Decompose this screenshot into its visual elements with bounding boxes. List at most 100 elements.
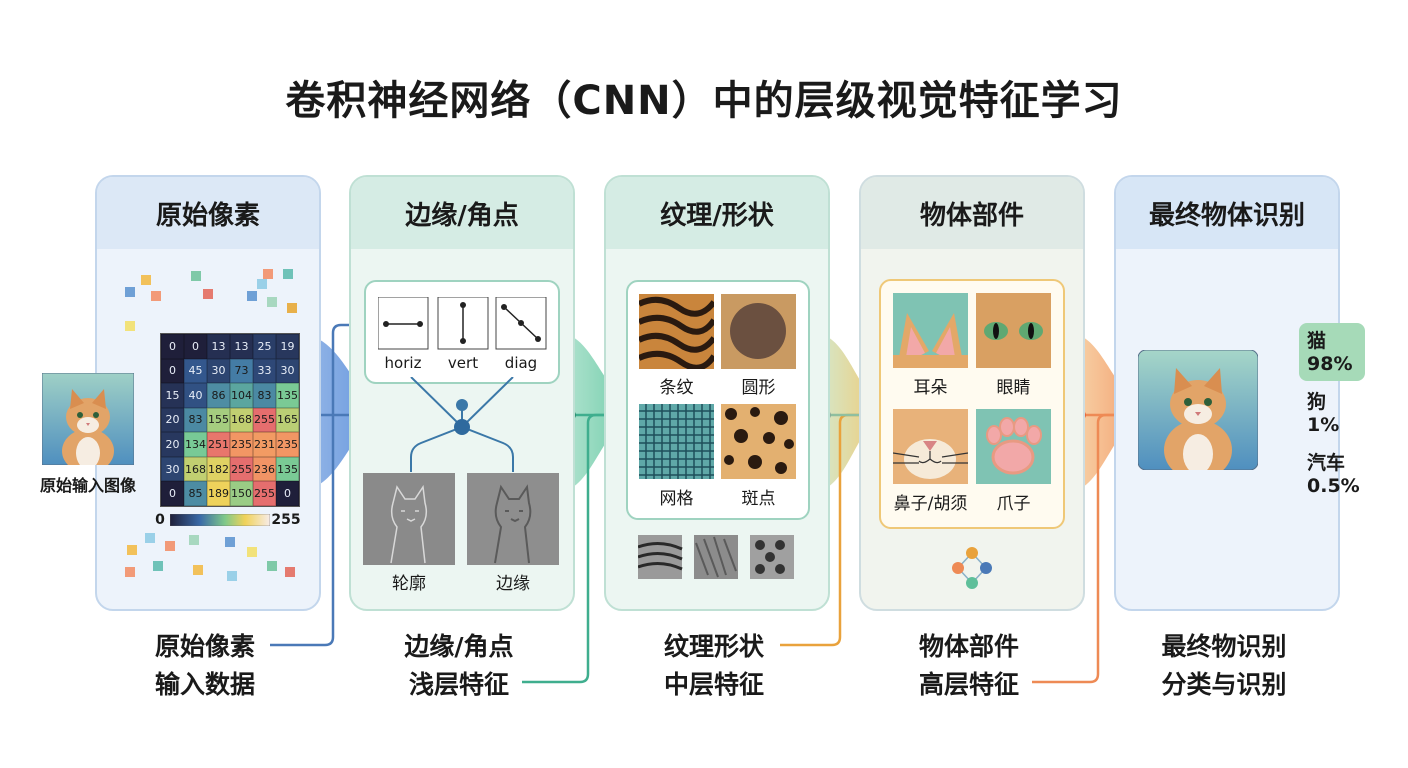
pixel-cell: 168 bbox=[230, 407, 253, 433]
part-paw bbox=[976, 409, 1051, 484]
pixel-cell: 104 bbox=[230, 383, 253, 408]
input-cat-image bbox=[42, 373, 134, 465]
bottom-line: 分类与识别 bbox=[1161, 670, 1287, 699]
filter-label-vert: vert bbox=[447, 354, 479, 372]
pixel-cell: 235 bbox=[276, 432, 299, 457]
texture-circle bbox=[721, 294, 796, 369]
part-label-ears: 耳朵 bbox=[913, 378, 948, 398]
filter-label-diag: diag bbox=[504, 354, 538, 372]
stage-title: 纹理/形状 bbox=[606, 177, 828, 249]
pixel-cell: 73 bbox=[230, 358, 253, 384]
pixel-cell: 30 bbox=[276, 358, 299, 384]
pixel-cell: 235 bbox=[230, 432, 253, 457]
pixel-cell: 231 bbox=[253, 432, 276, 457]
bottom-label-stage-5: 最终物识别 分类与识别 bbox=[1114, 628, 1334, 704]
bottom-label-stage-3: 纹理形状 中层特征 bbox=[604, 628, 824, 704]
pixel-cell: 135 bbox=[276, 383, 299, 408]
pixel-cell: 20 bbox=[161, 407, 184, 433]
pixel-cell: 0 bbox=[161, 334, 184, 359]
stage-title: 边缘/角点 bbox=[351, 177, 573, 249]
prediction-highlight bbox=[1299, 323, 1365, 381]
texture-label-stripes: 条纹 bbox=[659, 378, 694, 398]
pixel-cell: 85 bbox=[184, 481, 207, 506]
pixel-cell: 189 bbox=[207, 481, 230, 506]
pixel-cell: 255 bbox=[230, 456, 253, 482]
edge-tree bbox=[410, 377, 514, 472]
pixel-cell: 13 bbox=[207, 334, 230, 359]
pixel-cell: 0 bbox=[161, 481, 184, 506]
pixel-cell: 135 bbox=[276, 456, 299, 482]
texture-label-grid: 网格 bbox=[659, 489, 694, 509]
pixel-cell: 182 bbox=[207, 456, 230, 482]
pixel-cell: 83 bbox=[253, 383, 276, 408]
pixel-cell: 134 bbox=[184, 432, 207, 457]
texture-samples bbox=[638, 535, 794, 579]
pixel-cell: 255 bbox=[253, 481, 276, 506]
bottom-line: 高层特征 bbox=[918, 670, 1019, 699]
part-label-paw: 爪子 bbox=[996, 494, 1031, 514]
part-label-eyes: 眼睛 bbox=[996, 378, 1031, 398]
edge-map-label-edges: 边缘 bbox=[496, 574, 530, 594]
pixel-cell: 0 bbox=[161, 358, 184, 384]
parts-graph-icon bbox=[952, 547, 992, 589]
part-label-nose: 鼻子/胡须 bbox=[893, 494, 968, 514]
stage-title: 最终物体识别 bbox=[1116, 177, 1338, 249]
pixel-cell: 0 bbox=[276, 481, 299, 506]
pixel-cell: 30 bbox=[207, 358, 230, 384]
stage-title: 物体部件 bbox=[861, 177, 1083, 249]
pixel-cell: 25 bbox=[253, 334, 276, 359]
input-image-label: 原始输入图像 bbox=[39, 476, 136, 495]
pixel-cell: 255 bbox=[253, 407, 276, 433]
pixel-cell: 40 bbox=[184, 383, 207, 408]
pixel-cell: 33 bbox=[253, 358, 276, 384]
texture-label-spots: 斑点 bbox=[741, 489, 776, 509]
prediction-label: 猫 bbox=[1307, 330, 1327, 352]
texture-grid bbox=[639, 404, 714, 479]
bottom-line: 原始像素 bbox=[154, 632, 255, 661]
bottom-label-stage-4: 物体部件 高层特征 bbox=[859, 628, 1079, 704]
edge-filter-card: horiz vert diag bbox=[364, 280, 560, 384]
prediction-car: 汽车 0.5% bbox=[1307, 452, 1360, 498]
connector-1 bbox=[270, 323, 360, 647]
prediction-dog: 狗 1% bbox=[1307, 391, 1339, 437]
pixel-cell: 20 bbox=[161, 432, 184, 457]
parts-card: 耳朵 眼睛 鼻子/胡须 爪子 bbox=[879, 279, 1065, 529]
stage-object-parts: 物体部件 耳朵 眼睛 鼻子/胡须 爪子 bbox=[859, 175, 1085, 611]
texture-card: 条纹 圆形 网格 斑点 bbox=[626, 280, 810, 520]
bottom-line: 边缘/角点 bbox=[404, 632, 514, 661]
bottom-line: 最终物识别 bbox=[1161, 632, 1287, 661]
texture-stripes bbox=[639, 294, 714, 369]
bottom-line: 浅层特征 bbox=[408, 670, 509, 699]
pixel-cell: 15 bbox=[161, 383, 184, 408]
pixel-cell: 165 bbox=[276, 407, 299, 433]
pixel-cell: 150 bbox=[230, 481, 253, 506]
pixel-cell: 86 bbox=[207, 383, 230, 408]
output-cat-image bbox=[1138, 350, 1258, 470]
pixel-cell: 19 bbox=[276, 334, 299, 359]
edge-map-label-outline: 轮廓 bbox=[392, 574, 426, 594]
prediction-label: 狗 bbox=[1307, 391, 1327, 413]
stage-title: 原始像素 bbox=[97, 177, 319, 249]
colorbar-max: 255 bbox=[271, 512, 301, 528]
edge-filter-icons bbox=[378, 297, 547, 350]
colorbar bbox=[170, 514, 270, 526]
bottom-line: 中层特征 bbox=[663, 670, 764, 699]
pixel-cell: 168 bbox=[184, 456, 207, 482]
pixel-cell: 13 bbox=[230, 334, 253, 359]
edge-map-edges bbox=[467, 473, 559, 565]
prediction-label: 汽车 bbox=[1307, 452, 1346, 474]
prediction-value: 0.5% bbox=[1307, 475, 1360, 497]
pixel-cell: 236 bbox=[253, 456, 276, 482]
prediction-value: 98% bbox=[1307, 353, 1353, 375]
part-ears bbox=[893, 293, 968, 368]
texture-spots bbox=[721, 404, 796, 479]
bottom-label-stage-2: 边缘/角点 浅层特征 bbox=[349, 628, 569, 704]
colorbar-min: 0 bbox=[155, 512, 165, 528]
pixel-cell: 0 bbox=[184, 334, 207, 359]
pixel-cell: 30 bbox=[161, 456, 184, 482]
pixel-cell: 45 bbox=[184, 358, 207, 384]
edge-map-outline bbox=[363, 473, 455, 565]
bottom-line: 纹理形状 bbox=[663, 632, 764, 661]
pixel-cell: 83 bbox=[184, 407, 207, 433]
